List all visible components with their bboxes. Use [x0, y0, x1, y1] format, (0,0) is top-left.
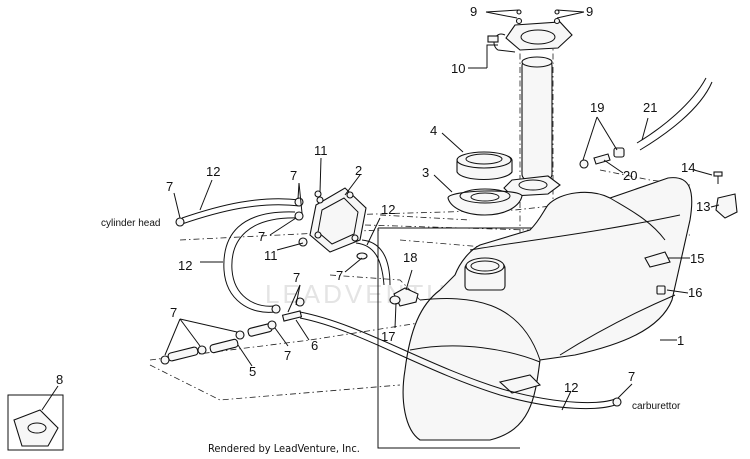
- callout-12d: 12: [564, 380, 578, 395]
- bracket-frame: [377, 228, 520, 449]
- callout-7b: 7: [258, 229, 265, 244]
- callout-2: 2: [355, 163, 362, 178]
- callout-7h: 7: [628, 369, 635, 384]
- callout-7g: 7: [284, 348, 291, 363]
- callout-8: 8: [56, 372, 63, 387]
- callout-12c: 12: [381, 202, 395, 217]
- fittings: [160, 297, 305, 365]
- callout-1: 1: [677, 333, 684, 348]
- callout-21: 21: [643, 100, 657, 115]
- callout-7e: 7: [293, 270, 300, 285]
- callout-13: 13: [696, 199, 710, 214]
- callout-9b: 9: [586, 4, 593, 19]
- cylinder-head-label: cylinder head: [101, 218, 160, 229]
- callout-19: 19: [590, 100, 604, 115]
- callout-10: 10: [451, 61, 465, 76]
- carburettor-label: carburettor: [632, 401, 681, 412]
- small-parts: [175, 9, 738, 407]
- callout-5: 5: [249, 364, 256, 379]
- fuel-tank: [402, 177, 693, 441]
- callout-4: 4: [430, 123, 437, 138]
- callout-12a: 12: [206, 164, 220, 179]
- callout-3: 3: [422, 165, 429, 180]
- callout-6: 6: [311, 338, 318, 353]
- callout-20: 20: [623, 168, 637, 183]
- leader-lines: [41, 9, 720, 411]
- callout-7f: 7: [170, 305, 177, 320]
- callout-16: 16: [688, 285, 702, 300]
- callout-11a: 11: [314, 143, 328, 158]
- hoses: [181, 77, 713, 409]
- callout-9a: 9: [470, 4, 477, 19]
- callout-11b: 11: [264, 248, 278, 263]
- callout-17: 17: [381, 329, 395, 344]
- callout-7a: 7: [290, 168, 297, 183]
- callout-14: 14: [681, 160, 695, 175]
- fuel-sender: [487, 21, 573, 197]
- callout-15: 15: [690, 251, 704, 266]
- filler-gasket: [447, 188, 523, 216]
- fuel-pump: [309, 187, 367, 253]
- fuel-cap: [456, 151, 513, 180]
- inset-part-8: [7, 394, 64, 451]
- callout-7d: 7: [336, 268, 343, 283]
- callouts: 9 9 10 4 3 19 21 20 14 13 15 16 1 2 11 1…: [56, 4, 710, 395]
- callout-18: 18: [403, 250, 417, 265]
- assembly-lines: [149, 40, 691, 401]
- callout-12b: 12: [178, 258, 192, 273]
- callout-7c: 7: [166, 179, 173, 194]
- render-credit: Rendered by LeadVenture, Inc.: [208, 442, 360, 455]
